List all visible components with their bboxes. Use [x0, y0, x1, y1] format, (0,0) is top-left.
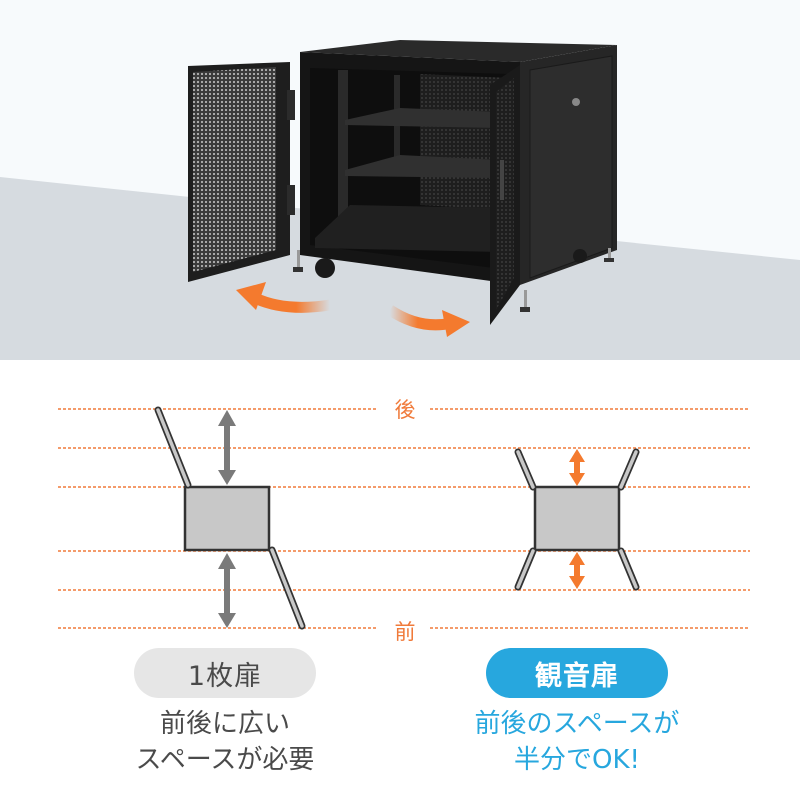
single-gap-arrow-back	[218, 410, 236, 485]
single-door-title: 1枚扉	[187, 660, 263, 692]
double-gap-arrow-front	[569, 552, 585, 589]
door-space-diagram	[0, 360, 800, 800]
double-gap-arrow-back	[569, 449, 585, 486]
back-label: 後	[394, 398, 416, 422]
double-door-badge: 観音扉	[486, 648, 668, 698]
front-label: 前	[394, 620, 416, 644]
double-door-description: 前後のスペースが 半分でOK!	[427, 706, 727, 778]
double-door-title: 観音扉	[535, 660, 619, 692]
single-desc-line2: スペースが必要	[135, 745, 315, 775]
single-door-diagram	[154, 406, 306, 630]
product-photo	[0, 0, 800, 360]
swing-left-arrow	[236, 282, 331, 313]
single-desc-line1: 前後に広い	[159, 709, 290, 739]
single-door-description: 前後に広い スペースが必要	[75, 706, 375, 778]
double-desc-line1: 前後のスペースが	[474, 709, 680, 739]
double-desc-line2: 半分でOK!	[514, 745, 640, 775]
single-gap-arrow-front	[218, 553, 236, 628]
rack-cabinet-illustration	[0, 0, 800, 360]
space-comparison-diagram	[58, 406, 750, 630]
double-door-diagram	[514, 448, 640, 591]
swing-right-arrow	[386, 305, 470, 337]
single-door-badge: 1枚扉	[134, 648, 316, 698]
